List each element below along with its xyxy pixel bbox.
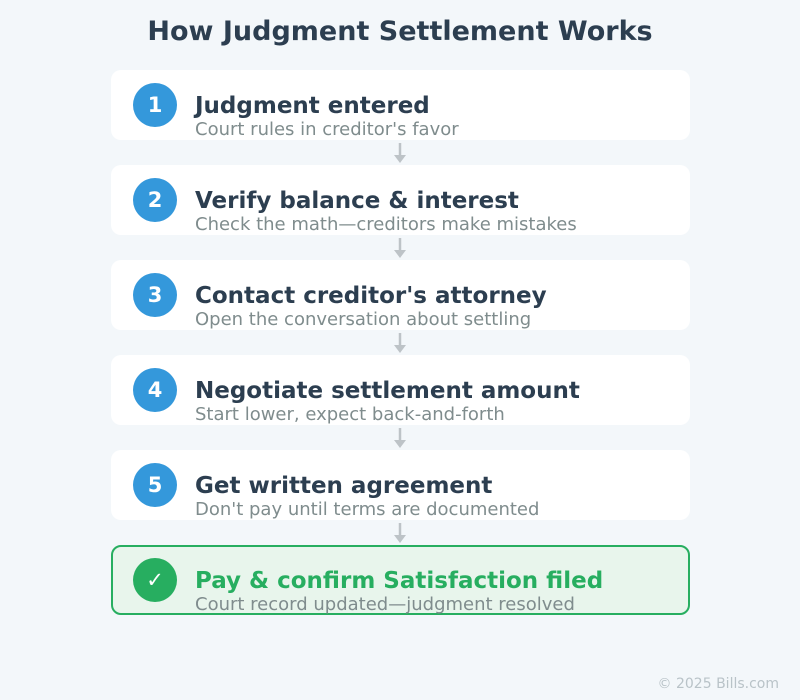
arrow-down-icon: [394, 428, 406, 448]
arrow-down-icon: [394, 333, 406, 353]
step-description: Don't pay until terms are documented: [195, 499, 540, 520]
step-description: Court record updated—judgment resolved: [195, 594, 575, 615]
step-title: Pay & confirm Satisfaction filed: [195, 568, 604, 594]
step-card-1: 1 Judgment entered Court rules in credit…: [111, 70, 690, 140]
step-title: Negotiate settlement amount: [195, 378, 580, 404]
step-title: Get written agreement: [195, 473, 493, 499]
step-number-badge: 2: [133, 178, 177, 222]
step-title: Verify balance & interest: [195, 188, 519, 214]
step-description: Court rules in creditor's favor: [195, 119, 459, 140]
step-description: Open the conversation about settling: [195, 309, 532, 330]
step-number-badge: 3: [133, 273, 177, 317]
step-description: Start lower, expect back-and-forth: [195, 404, 505, 425]
step-number-badge: 4: [133, 368, 177, 412]
step-title: Contact creditor's attorney: [195, 283, 547, 309]
step-number-badge: 5: [133, 463, 177, 507]
step-card-2: 2 Verify balance & interest Check the ma…: [111, 165, 690, 235]
arrow-down-icon: [394, 523, 406, 543]
step-number-badge: 1: [133, 83, 177, 127]
step-card-5: 5 Get written agreement Don't pay until …: [111, 450, 690, 520]
step-card-3: 3 Contact creditor's attorney Open the c…: [111, 260, 690, 330]
checkmark-icon: ✓: [133, 558, 177, 602]
diagram-title: How Judgment Settlement Works: [147, 16, 653, 47]
copyright-footer: © 2025 Bills.com: [657, 676, 779, 692]
arrow-down-icon: [394, 238, 406, 258]
step-description: Check the math—creditors make mistakes: [195, 214, 577, 235]
step-title: Judgment entered: [195, 93, 430, 119]
step-card-4: 4 Negotiate settlement amount Start lowe…: [111, 355, 690, 425]
final-step-card: ✓ Pay & confirm Satisfaction filed Court…: [111, 545, 690, 615]
arrow-down-icon: [394, 143, 406, 163]
